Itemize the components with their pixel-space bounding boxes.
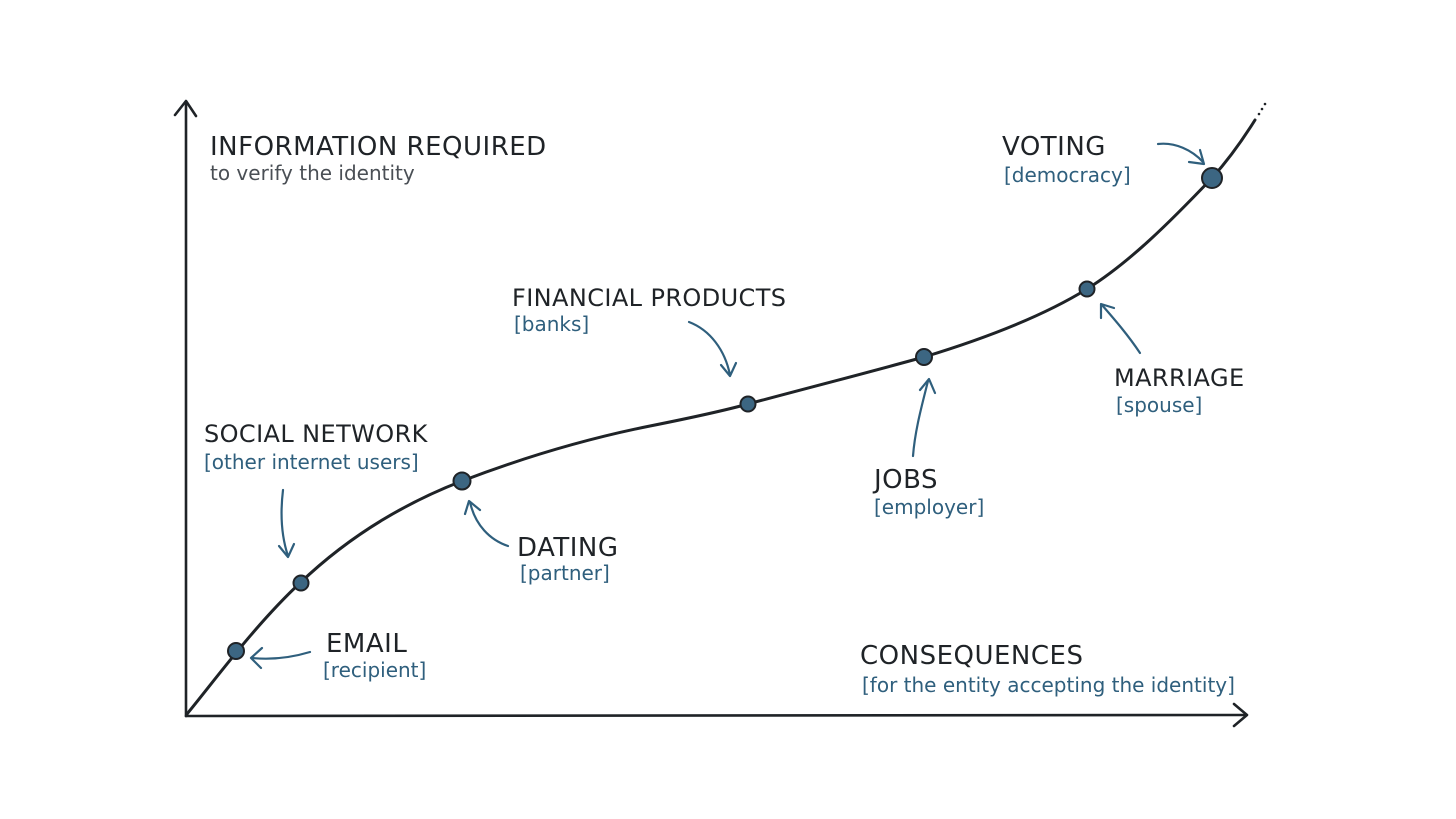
point-dating (452, 471, 472, 491)
curve-continuation-dots (1257, 102, 1267, 116)
y-axis-subtitle: to verify the identity (210, 161, 415, 185)
point-financial-products (739, 395, 757, 413)
point-email (227, 642, 245, 660)
arrow-jobs (911, 377, 937, 458)
point-jobs (915, 348, 933, 366)
x-axis-title: CONSEQUENCES (860, 641, 1083, 671)
label-social-network: SOCIAL NETWORK (204, 420, 429, 448)
sublabel-dating: [partner] (520, 561, 610, 585)
sublabel-marriage: [spouse] (1116, 393, 1202, 417)
point-voting (1201, 167, 1223, 189)
y-axis-arrowhead (173, 99, 198, 118)
sublabel-financial-products: [banks] (514, 312, 589, 336)
arrow-email (249, 646, 312, 670)
label-voting: VOTING (1002, 132, 1106, 162)
arrow-voting (1156, 142, 1206, 166)
y-axis-title: INFORMATION REQUIRED (210, 132, 547, 162)
arrow-social-network (277, 488, 296, 559)
x-axis-subtitle: [for the entity accepting the identity] (862, 673, 1235, 697)
sublabel-jobs: [employer] (874, 495, 984, 519)
label-financial-products: FINANCIAL PRODUCTS (512, 284, 786, 312)
identity-curve (185, 118, 1257, 716)
sublabel-email: [recipient] (323, 658, 426, 682)
arrow-dating (463, 499, 510, 548)
label-dating: DATING (517, 533, 618, 563)
arrow-marriage (1099, 302, 1142, 355)
label-jobs: JOBS (872, 465, 938, 495)
x-axis-arrowhead (1232, 702, 1249, 728)
x-axis (184, 713, 1247, 718)
arrow-financial-products (687, 320, 738, 378)
label-email: EMAIL (326, 629, 407, 659)
point-marriage (1078, 280, 1096, 298)
point-social-network (292, 574, 310, 592)
sublabel-voting: [democracy] (1004, 163, 1131, 187)
sublabel-social-network: [other internet users] (204, 450, 419, 474)
label-marriage: MARRIAGE (1114, 364, 1245, 392)
